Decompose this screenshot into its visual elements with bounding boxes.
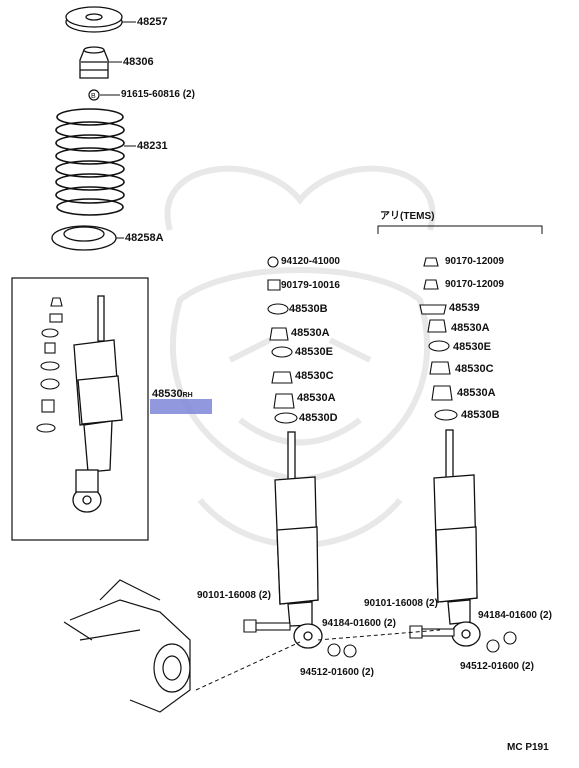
highlight-marker [150,399,212,414]
label-48258a[interactable]: 48258A [125,232,164,244]
coil-spring-48231 [55,108,125,216]
label-91615[interactable]: 91615-60816 (2) [121,89,195,100]
label-tems: アリ(TEMS) [380,211,435,222]
left-shock-absorber [274,431,323,649]
label-48530a-right-1[interactable]: 48530A [451,322,490,334]
label-94512-01600-left[interactable]: 94512-01600 (2) [300,667,374,678]
label-90101-16008-right[interactable]: 90101-16008 (2) [364,598,438,609]
label-94512-01600-right[interactable]: 94512-01600 (2) [460,661,534,672]
label-48306[interactable]: 48306 [123,56,154,68]
axle-housing [63,579,191,713]
assembly-box [11,277,149,541]
label-48530d-left[interactable]: 48530D [299,412,338,424]
lower-spring-seat-48258a [51,225,117,251]
label-48530b-left[interactable]: 48530B [289,303,328,315]
label-48530a-right-2[interactable]: 48530A [457,387,496,399]
label-48539[interactable]: 48539 [449,302,480,314]
label-48530a-left-1[interactable]: 48530A [291,327,330,339]
label-48530-suffix: RH [182,392,193,399]
svg-text:B: B [91,93,96,100]
label-94184-01600-right[interactable]: 94184-01600 (2) [478,610,552,621]
label-94184-01600-left[interactable]: 94184-01600 (2) [322,618,396,629]
bumper-48306 [79,46,109,79]
leader-lines [100,21,136,239]
boxed-small-parts [36,297,63,433]
label-48530e-right[interactable]: 48530E [453,341,491,353]
label-90179-10016[interactable]: 90179-10016 [281,280,340,291]
label-48530c-right[interactable]: 48530C [455,363,494,375]
left-lower-fasteners [243,619,357,658]
diagram-code: MC P191 [507,742,549,753]
label-90170-12009-2[interactable]: 90170-12009 [445,279,504,290]
right-shock-absorber [433,429,481,647]
label-48530a-left-2[interactable]: 48530A [297,392,336,404]
label-48257[interactable]: 48257 [137,16,168,28]
label-48530c-left[interactable]: 48530C [295,370,334,382]
boxed-shock-absorber [72,295,123,513]
dashed-guide-lines [195,629,441,691]
bolt-91615-icon: B [88,89,100,101]
upper-spring-seat-48257 [65,6,123,33]
label-90101-16008-left[interactable]: 90101-16008 (2) [197,590,271,601]
label-48530-number: 48530 [152,388,183,400]
tems-bracket [377,225,543,234]
label-94120-41000[interactable]: 94120-41000 [281,256,340,267]
right-washers [419,257,458,421]
label-48530[interactable]: 48530RH [152,388,193,402]
label-48530b-right[interactable]: 48530B [461,409,500,421]
label-48530e-left[interactable]: 48530E [295,346,333,358]
label-90170-12009-1[interactable]: 90170-12009 [445,256,504,267]
mid-washers [267,256,298,424]
right-lower-fasteners [409,625,517,653]
label-48231[interactable]: 48231 [137,140,168,152]
